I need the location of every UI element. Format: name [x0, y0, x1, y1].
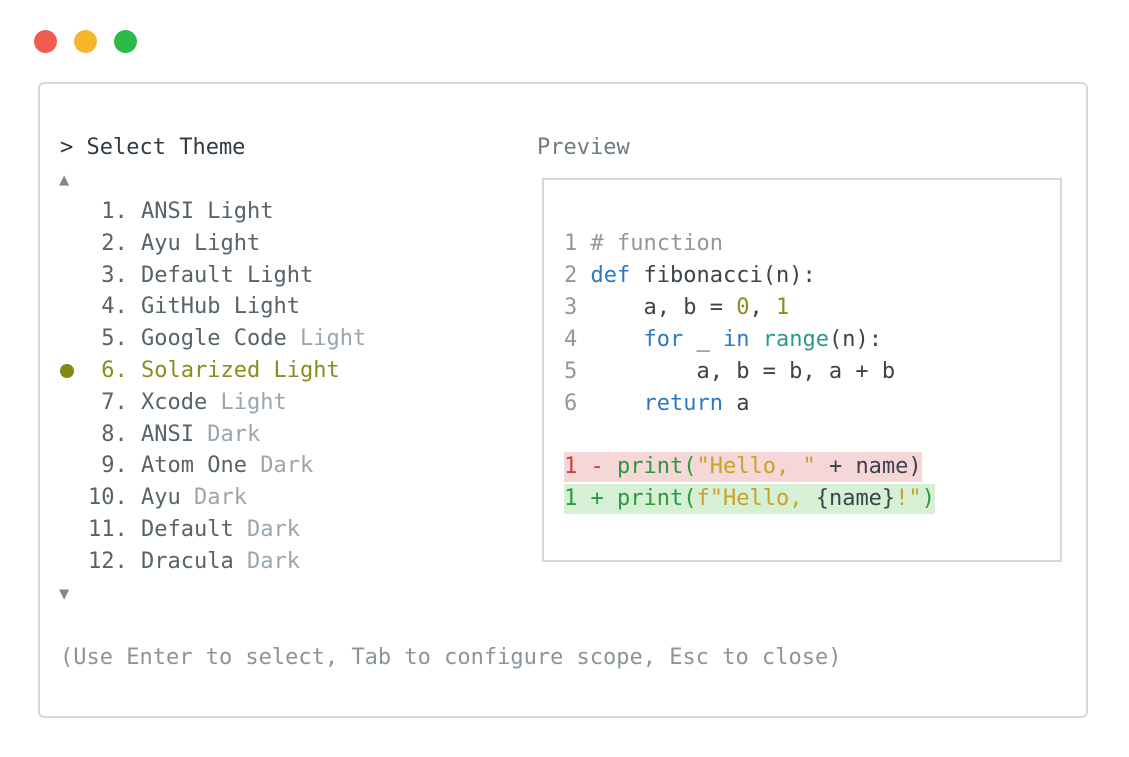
theme-mode: Light [273, 357, 340, 383]
terminal-panel [38, 82, 1088, 718]
theme-mode: Light [220, 389, 287, 415]
theme-name: ANSI [141, 199, 194, 224]
theme-mode: Light [246, 262, 314, 288]
theme-name: Default [141, 516, 234, 542]
theme-name: Ayu [141, 485, 181, 511]
theme-number: 2. [88, 230, 128, 256]
theme-number: 9. [88, 453, 128, 479]
theme-option[interactable]: 5. Google Code Light [60, 323, 366, 355]
theme-mode: Dark [260, 453, 314, 479]
theme-number: 3. [88, 262, 128, 288]
preview-box [542, 178, 1062, 562]
theme-name: GitHub [141, 294, 221, 320]
theme-option[interactable]: 12. Dracula Dark [60, 546, 366, 578]
theme-number: 12. [88, 548, 128, 574]
theme-mode: Dark [207, 421, 261, 447]
selected-bullet-icon [60, 363, 74, 378]
theme-number: 4. [88, 294, 128, 320]
theme-list: 1. ANSI Light 2. Ayu Light 3. Default Li… [60, 196, 366, 578]
theme-mode: Dark [246, 548, 300, 574]
theme-number: 8. [88, 421, 128, 447]
code-line-2: 2 def fibonacci(n): [564, 263, 816, 288]
theme-option[interactable]: 2. Ayu Light [60, 228, 366, 260]
theme-name: Google Code [141, 326, 287, 352]
theme-name: Default [141, 262, 234, 288]
theme-mode: Light [233, 294, 300, 320]
theme-option[interactable]: 10. Ayu Dark [60, 482, 366, 514]
theme-option[interactable]: 7. Xcode Light [60, 387, 366, 419]
theme-option[interactable]: 4. GitHub Light [60, 291, 366, 323]
scroll-up-icon[interactable]: ▲ [59, 170, 70, 190]
theme-option[interactable]: 1. ANSI Light [60, 196, 366, 228]
theme-option[interactable]: 11. Default Dark [60, 514, 366, 546]
scroll-down-icon[interactable]: ▼ [59, 584, 70, 604]
theme-name: Ayu [141, 230, 181, 256]
code-line-3: 3 a, b = 0, 1 [564, 295, 790, 320]
help-text: (Use Enter to select, Tab to configure s… [60, 645, 842, 670]
theme-name: Atom One [141, 453, 247, 479]
theme-mode: Light [194, 230, 261, 256]
theme-mode: Dark [194, 485, 247, 511]
theme-number: 7. [88, 389, 128, 415]
code-line-5: 5 a, b = b, a + b [564, 359, 896, 384]
theme-name: Solarized [141, 357, 261, 383]
theme-number: 5. [88, 326, 128, 352]
code-line-4: 4 for _ in range(n): [564, 327, 882, 352]
diff-removed-line: 1 - print("Hello, " + name) [564, 452, 922, 482]
minimize-window-button[interactable] [74, 30, 97, 53]
preview-label: Preview [537, 135, 630, 160]
code-line-6: 6 return a [564, 391, 750, 416]
select-theme-title: > Select Theme [60, 135, 246, 160]
theme-option[interactable]: 8. ANSI Dark [60, 419, 366, 451]
code-line-1: 1 # function [564, 231, 723, 256]
theme-option[interactable]: 6. Solarized Light [60, 355, 366, 387]
maximize-window-button[interactable] [114, 30, 137, 53]
theme-mode: Dark [246, 516, 300, 542]
theme-name: Xcode [141, 389, 208, 415]
diff-added-line: 1 + print(f"Hello, {name}!") [564, 484, 935, 514]
theme-option[interactable]: 9. Atom One Dark [60, 450, 366, 482]
theme-mode: Light [207, 199, 274, 224]
close-window-button[interactable] [34, 30, 57, 53]
theme-number: 1. [88, 199, 128, 224]
theme-number: 11. [88, 516, 128, 542]
theme-number: 6. [88, 357, 128, 383]
theme-number: 10. [88, 485, 128, 511]
theme-name: ANSI [141, 421, 194, 447]
theme-mode: Light [299, 326, 367, 352]
theme-option[interactable]: 3. Default Light [60, 260, 366, 292]
theme-name: Dracula [141, 548, 234, 574]
